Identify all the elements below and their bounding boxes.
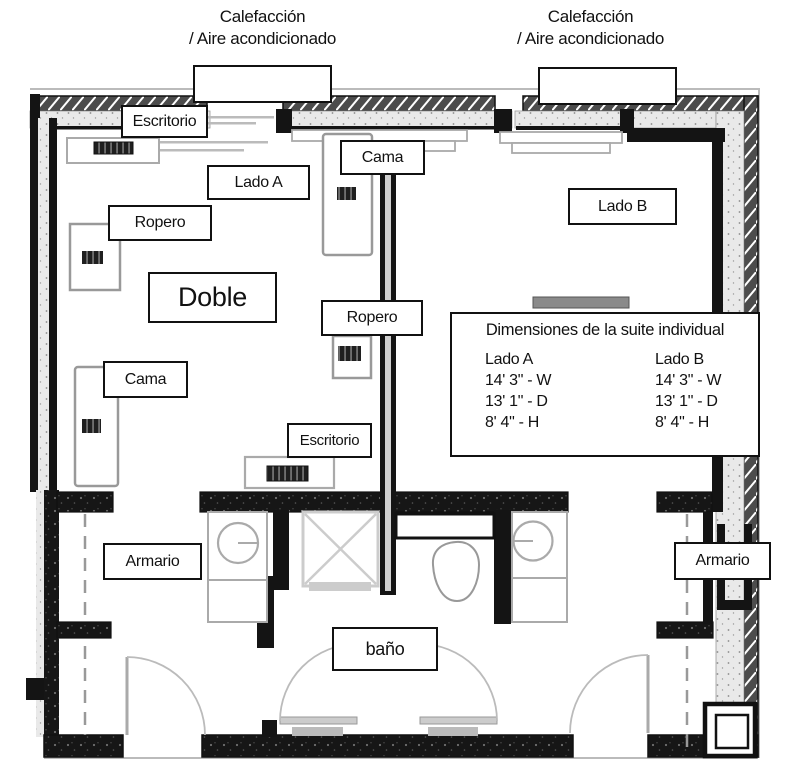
center-wall: [380, 128, 396, 595]
label-ropero-mid: Ropero: [321, 300, 423, 336]
left-wall: [26, 118, 59, 737]
label-armario-right: Armario: [674, 542, 771, 580]
label-bano: baño: [332, 627, 438, 671]
wall-pilaster: [26, 678, 44, 700]
wardrobe-icon: [331, 334, 373, 380]
dimensions-lado-b: Lado B 14' 3" - W 13' 1" - D 8' 4" - H: [655, 349, 722, 433]
hvac-unit-right: [538, 67, 677, 105]
dimensions-lado-b-width: 14' 3" - W: [655, 372, 722, 389]
hvac-note-right-line2: / Aire acondicionado: [516, 28, 665, 48]
label-cama-top: Cama: [340, 140, 425, 175]
bathroom-fixtures: [207, 510, 568, 623]
bathroom-walls: [257, 510, 511, 648]
dimensions-lado-b-height: 8' 4" - H: [655, 414, 710, 431]
hvac-note-left: Calefacción / Aire acondicionado: [160, 6, 365, 50]
dimensions-title: Dimensiones de la suite individual: [485, 321, 725, 339]
dimensions-lado-a-name: Lado A: [485, 351, 534, 368]
label-doble: Doble: [148, 272, 277, 323]
hvac-note-right-line1: Calefacción: [547, 7, 634, 26]
door-arc: [569, 654, 649, 734]
hvac-note-left-line2: / Aire acondicionado: [188, 28, 337, 48]
label-escritorio-top: Escritorio: [121, 105, 208, 138]
label-escritorio-mid: Escritorio: [287, 423, 372, 458]
dimensions-lado-b-name: Lado B: [655, 351, 704, 368]
dimensions-lado-b-depth: 13' 1" - D: [655, 393, 718, 410]
hvac-note-right: Calefacción / Aire acondicionado: [488, 6, 693, 50]
door-arc: [126, 656, 206, 736]
label-lado-b: Lado B: [568, 188, 677, 225]
dimensions-lado-a-height: 8' 4" - H: [485, 414, 540, 431]
door-sill: [292, 727, 343, 736]
door-leaf: [279, 716, 358, 725]
dimensions-lado-a-width: 14' 3" - W: [485, 372, 552, 389]
dimensions-panel: Dimensiones de la suite individual Lado …: [450, 312, 760, 457]
door-leaf: [419, 716, 498, 725]
bottom-wall: [43, 720, 759, 758]
hvac-unit-left: [193, 65, 332, 103]
label-cama-left: Cama: [103, 361, 188, 398]
dimensions-lado-a: Lado A 14' 3" - W 13' 1" - D 8' 4" - H: [485, 349, 655, 433]
door-sill: [428, 727, 478, 736]
label-lado-a: Lado A: [207, 165, 310, 200]
hvac-note-left-line1: Calefacción: [219, 7, 306, 26]
label-armario-left: Armario: [103, 543, 202, 580]
label-ropero-left: Ropero: [108, 205, 212, 241]
baseboard-heater-icon: [499, 131, 623, 144]
toilet-icon: [431, 540, 481, 603]
toilet-tank-icon: [394, 512, 496, 540]
wall-sill-line: [208, 116, 274, 119]
dimensions-lado-a-depth: 13' 1" - D: [485, 393, 548, 410]
shelf-icon: [532, 296, 630, 309]
